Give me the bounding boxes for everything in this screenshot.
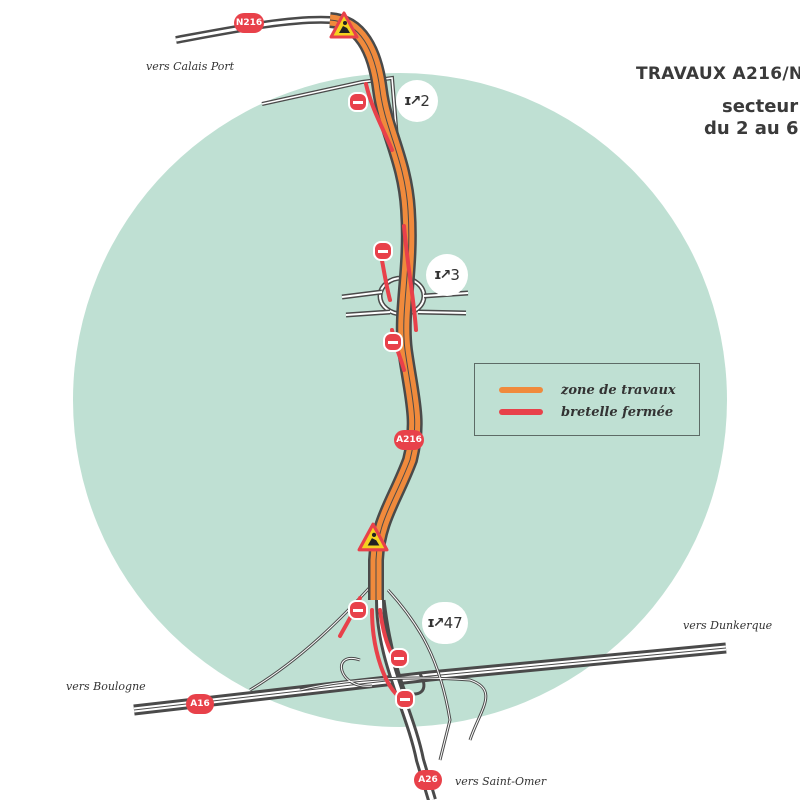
place-calais-port: vers Calais Port (146, 60, 235, 73)
motorway-exit-icon: ɪ↗ (427, 615, 444, 631)
place-dunkerque: vers Dunkerque (683, 619, 773, 632)
no-entry-icon (348, 600, 368, 620)
motorway-exit-icon: ɪ↗ (404, 93, 421, 109)
no-entry-icon (373, 241, 393, 261)
motorway-exit-icon: ɪ↗ (434, 267, 451, 283)
shield-a16: A16 (186, 694, 214, 714)
exit-47-marker: ɪ↗47 (422, 602, 468, 644)
no-entry-icon (383, 332, 403, 352)
place-boulogne: vers Boulogne (66, 680, 146, 693)
legend-works-row: zone de travaux (499, 380, 676, 400)
roadworks-warning-icon (357, 522, 389, 552)
legend-works-swatch (499, 387, 543, 393)
road-a16 (133, 642, 727, 716)
map-title-line2: secteur (722, 96, 799, 117)
no-entry-icon (389, 648, 409, 668)
road-a216 (328, 12, 423, 600)
legend-closed-label: bretelle fermée (561, 404, 674, 420)
no-entry-icon (395, 689, 415, 709)
legend-closed-swatch (499, 409, 543, 415)
shield-a26: A26 (414, 770, 442, 790)
legend-closed-row: bretelle fermée (499, 402, 673, 422)
exit-2-marker: ɪ↗2 (396, 80, 438, 122)
legend-works-label: zone de travaux (561, 382, 676, 398)
map-title-line3: du 2 au 6 (704, 118, 799, 139)
map-title-line1: TRAVAUX A216/N (636, 64, 800, 84)
roadworks-warning-icon (329, 11, 359, 39)
exit-number: 2 (420, 92, 430, 110)
exit-3-marker: ɪ↗3 (426, 254, 468, 296)
map-legend: zone de travaux bretelle fermée (474, 363, 700, 436)
place-saint-omer: vers Saint-Omer (455, 775, 547, 788)
zone-circle (73, 73, 727, 727)
no-entry-icon (348, 92, 368, 112)
shield-n216: N216 (234, 13, 264, 33)
exit-number: 47 (443, 614, 463, 632)
shield-a216: A216 (394, 430, 424, 450)
exit-number: 3 (450, 266, 460, 284)
